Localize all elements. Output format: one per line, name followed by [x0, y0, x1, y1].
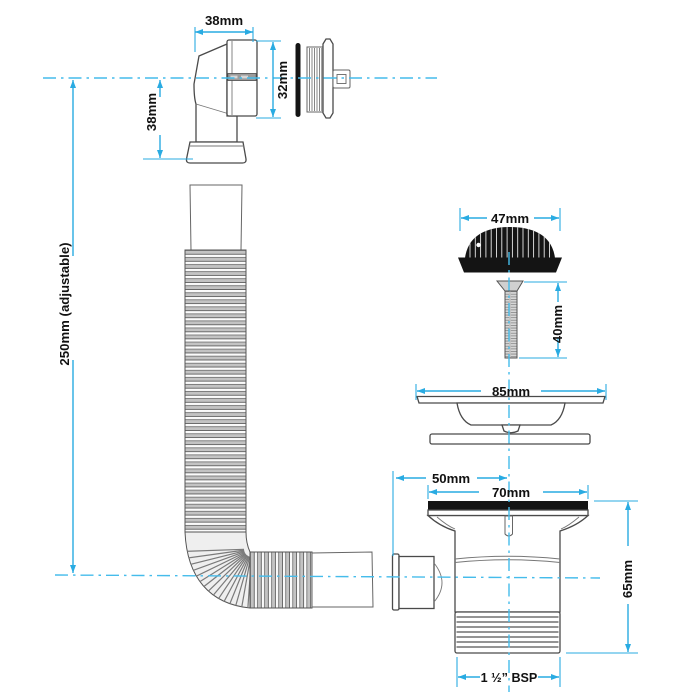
dimensions: 38mm 32mm 38mm 250mm (adjustable) 47mm 4… — [57, 13, 638, 687]
sealing-washer — [429, 433, 591, 445]
flange-center-nub — [501, 424, 521, 434]
screw-shank — [504, 290, 518, 359]
elbow-body — [193, 43, 238, 143]
cap-highlight-dot — [476, 242, 481, 248]
waste-top-black-ring — [428, 501, 588, 510]
sink-flange — [416, 395, 606, 445]
shoulder-inner-line — [560, 516, 580, 530]
fitting-threads — [309, 48, 323, 111]
screw-head — [495, 280, 524, 292]
inlet-socket-lip — [391, 553, 400, 611]
waste-body — [391, 501, 590, 654]
inlet-merge-curve — [433, 562, 443, 603]
waste-shoulder — [426, 514, 590, 613]
waste-white-band — [427, 509, 589, 517]
fitting-nub-detail — [336, 74, 347, 84]
fitting-nub — [332, 69, 351, 89]
waste-body-band-line — [454, 555, 561, 560]
flange-bowl — [456, 402, 566, 426]
flexible-hose — [184, 184, 374, 609]
dim-label-thread: 1 ½” BSP — [481, 671, 538, 685]
flange-plate — [416, 395, 606, 404]
dim-label-flange-width: 85mm — [492, 384, 530, 399]
shoulder-inner-line — [436, 516, 456, 530]
dim-label-waste-height: 65mm — [620, 560, 635, 598]
dim-label-screw-length: 40mm — [550, 305, 565, 343]
inlet-socket — [398, 555, 435, 610]
dim-label-elbow-height: 38mm — [144, 93, 159, 131]
hose-vertical-corrugation — [184, 249, 247, 533]
dim-label-hose-length: 250mm (adjustable) — [57, 242, 72, 365]
overflow-elbow — [185, 39, 258, 164]
centerlines — [43, 77, 601, 692]
dim-label-cap-width: 47mm — [491, 211, 529, 226]
hose-end-tube — [311, 551, 374, 608]
screw — [495, 280, 524, 359]
hose-top-tube — [189, 184, 243, 251]
hose-horizontal-corrugation — [249, 551, 313, 609]
elbow-spigot — [185, 141, 247, 164]
gasket-washer — [295, 43, 301, 117]
waste-threads — [456, 616, 559, 648]
dim-label-inlet-offset: 50mm — [432, 471, 470, 486]
slot-highlight — [230, 75, 238, 79]
plug-cap — [458, 227, 562, 273]
cap-dome — [465, 227, 555, 258]
dim-label-waste-width: 70mm — [492, 485, 530, 500]
waste-body-band-line — [454, 559, 561, 563]
cap-dome-ribs — [469, 227, 550, 258]
slot-highlight — [241, 75, 248, 79]
dim-label-elbow-top-width: 38mm — [205, 13, 243, 28]
cap-base — [458, 257, 562, 273]
dim-label-elbow-outlet: 32mm — [275, 61, 290, 99]
